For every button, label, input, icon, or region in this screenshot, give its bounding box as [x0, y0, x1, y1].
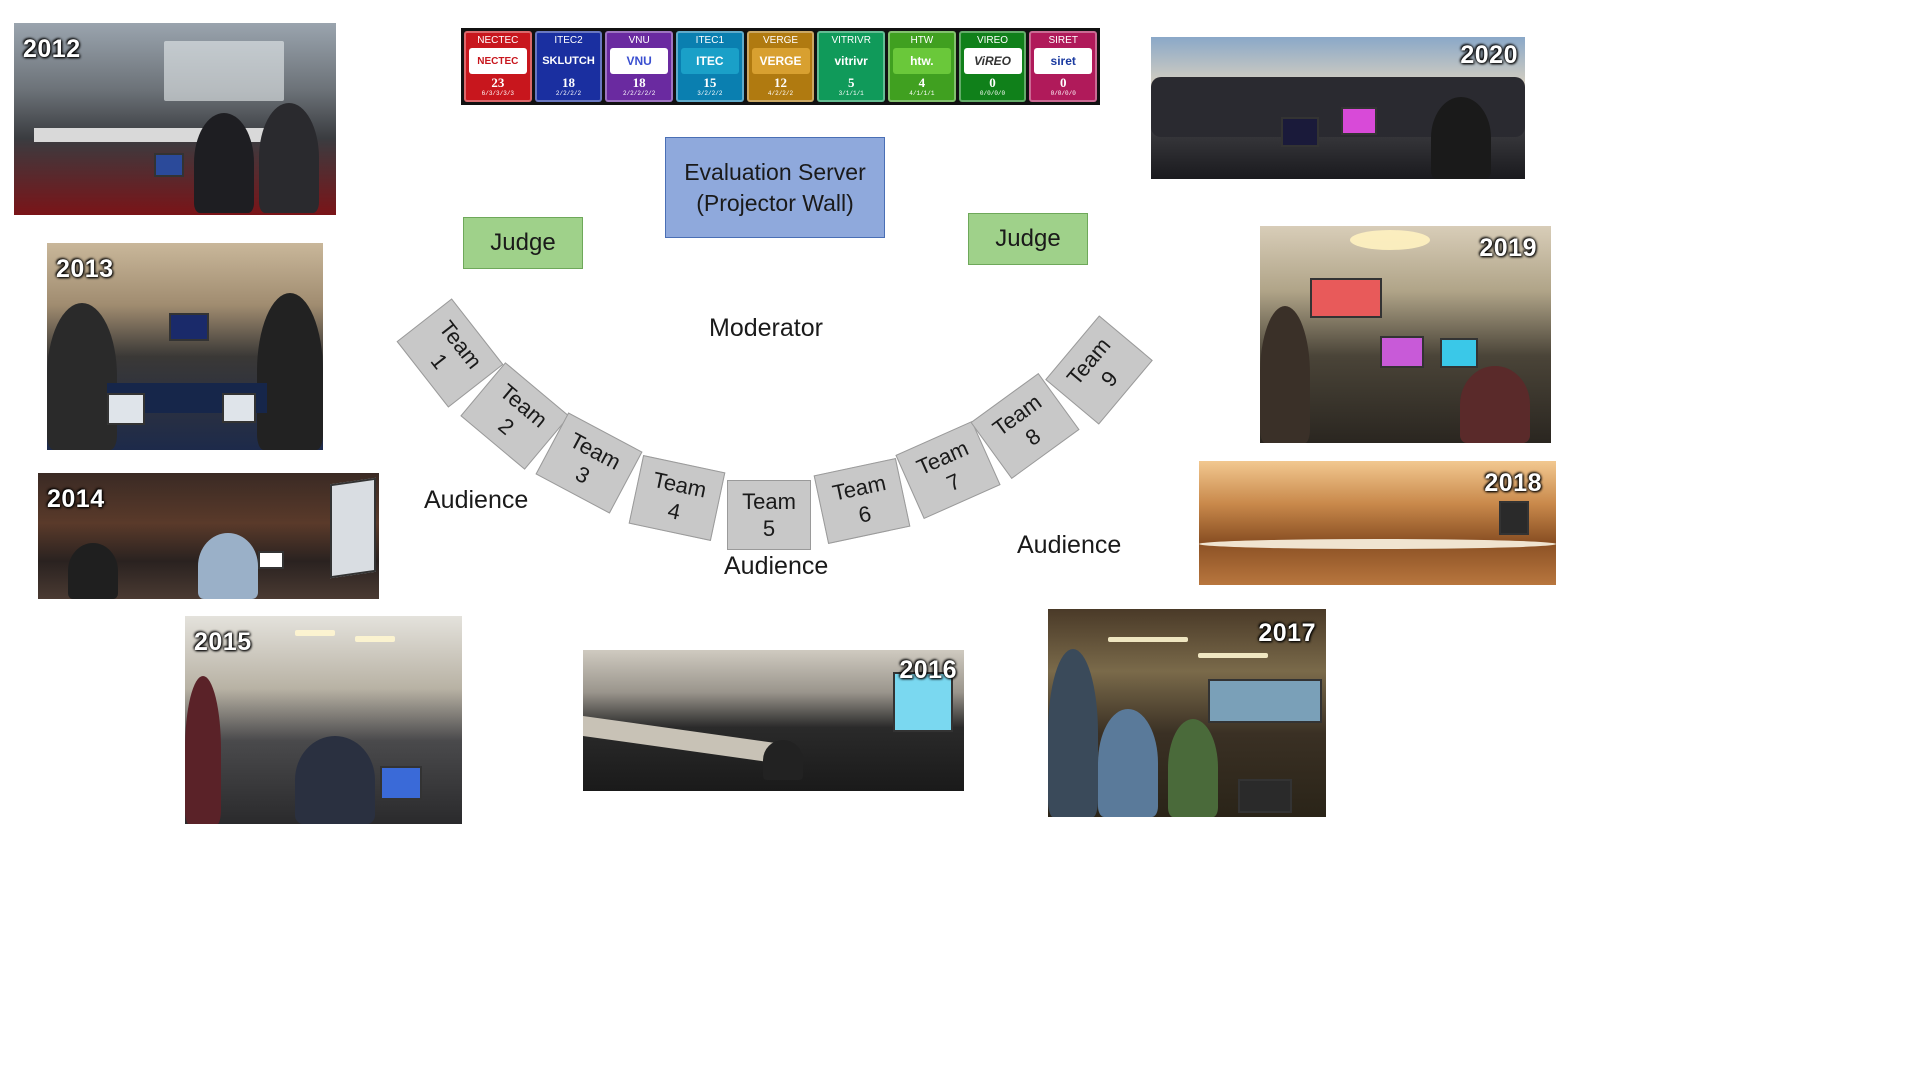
team-number: 2 — [493, 412, 520, 440]
scoreboard-team-name: VNU — [628, 35, 650, 46]
audience-label-right: Audience — [1017, 531, 1122, 559]
moderator-label: Moderator — [709, 314, 823, 342]
audience-label-center: Audience — [724, 552, 829, 580]
siret-logo-icon: siret — [1034, 48, 1093, 75]
photo-2012: 2012 — [14, 23, 336, 215]
team-number: 3 — [571, 461, 594, 489]
year-label-2016: 2016 — [899, 656, 957, 684]
scoreboard-team-htw: HTW htw. 4 4/1/1/1 — [888, 31, 956, 102]
scoreboard-score: 23 — [491, 74, 505, 90]
vnu-logo-icon: VNU — [610, 48, 669, 75]
sklutch-logo-icon: SKLUTCH — [539, 48, 598, 75]
scoreboard-score: 15 — [703, 74, 717, 90]
scoreboard-subscores: 3/1/1/1 — [838, 89, 864, 97]
vireo-logo-icon: ViREO — [963, 48, 1022, 75]
team-box-5: Team 5 — [727, 480, 811, 550]
team-number: 6 — [856, 500, 874, 528]
team-word: Team — [742, 489, 796, 514]
team-word: Team — [565, 427, 625, 475]
judge-box-right: Judge — [968, 213, 1088, 265]
scoreboard-subscores: 4/1/1/1 — [909, 89, 935, 97]
scoreboard-team-itec2: ITEC2 SKLUTCH 18 2/2/2/2 — [534, 31, 603, 102]
vitrivr-logo-icon: vitrivr — [822, 48, 881, 75]
team-number: 4 — [665, 497, 683, 525]
photo-2015: 2015 — [185, 616, 462, 824]
itec-logo-icon: ITEC — [680, 48, 739, 75]
scoreboard-score: 0 — [1059, 74, 1067, 90]
year-label-2015: 2015 — [194, 628, 252, 656]
scoreboard-subscores: 0/0/0/0 — [979, 89, 1006, 97]
team-box-4: Team 4 — [628, 455, 726, 541]
photo-2016: 2016 — [583, 650, 964, 791]
scoreboard-score: 4 — [918, 74, 926, 90]
scoreboard-team-vnu: VNU VNU 18 2/2/2/2/2 — [605, 31, 674, 102]
server-title: Evaluation Server — [684, 158, 866, 185]
audience-label-left: Audience — [424, 486, 529, 514]
htw-logo-icon: htw. — [892, 48, 951, 75]
scoreboard-team-vitrivr: VITRIVR vitrivr 5 3/1/1/1 — [817, 31, 886, 102]
scoreboard-team-siret: SIRET siret 0 0/0/0/0 — [1029, 31, 1098, 102]
scoreboard-team-name: ITEC1 — [695, 35, 725, 46]
photo-2019: 2019 — [1260, 226, 1551, 443]
scoreboard-subscores: 2/2/2/2 — [555, 89, 582, 97]
scoreboard-score: 18 — [562, 74, 575, 90]
team-number: 7 — [942, 468, 965, 497]
scoreboard-subscores: 2/2/2/2/2 — [622, 89, 656, 97]
team-number: 1 — [425, 348, 453, 374]
judge-label: Judge — [995, 225, 1061, 252]
year-label-2019: 2019 — [1479, 234, 1537, 262]
scoreboard-team-vireo: VIREO ViREO 0 0/0/0/0 — [958, 31, 1027, 102]
photo-2020: 2020 — [1151, 37, 1525, 179]
evaluation-server-box: Evaluation Server (Projector Wall) — [665, 137, 885, 238]
scoreboard-team-name: HTW — [910, 35, 934, 46]
year-label-2014: 2014 — [47, 485, 105, 513]
team-number: 9 — [1095, 365, 1123, 392]
scoreboard-team-verge: VERGE VERGE 12 4/2/2/2 — [746, 31, 815, 102]
scoreboard-subscores: 3/2/2/2 — [697, 89, 723, 97]
year-label-2018: 2018 — [1484, 469, 1542, 497]
server-subtitle: (Projector Wall) — [696, 189, 854, 216]
team-number: 8 — [1020, 423, 1046, 451]
scoreboard-team-name: VITRIVR — [831, 35, 871, 46]
scoreboard-team-name: SIRET — [1048, 35, 1078, 46]
scoreboard-team-nectec: NECTEC NECTEC 23 6/3/3/3/3 — [464, 31, 532, 102]
scoreboard-score: 12 — [774, 74, 788, 90]
year-label-2020: 2020 — [1460, 41, 1518, 69]
scoreboard-score: 0 — [989, 74, 996, 90]
photo-2014: 2014 — [38, 473, 379, 599]
scoreboard-score: 5 — [847, 74, 855, 90]
judge-box-left: Judge — [463, 217, 583, 269]
nectec-logo-icon: NECTEC — [468, 48, 527, 75]
year-label-2017: 2017 — [1258, 619, 1316, 647]
photo-2017: 2017 — [1048, 609, 1326, 817]
scoreboard-team-name: ITEC2 — [554, 35, 583, 46]
scoreboard-subscores: 4/2/2/2 — [767, 89, 794, 97]
team-number: 5 — [762, 516, 776, 541]
judge-label: Judge — [490, 229, 556, 256]
photo-2013: 2013 — [47, 243, 323, 450]
scoreboard-team-name: VERGE — [763, 35, 799, 46]
scoreboard-subscores: 0/0/0/0 — [1050, 89, 1076, 97]
scoreboard-team-name: VIREO — [976, 35, 1009, 46]
photo-2018: 2018 — [1199, 461, 1556, 585]
scoreboard-team-itec1: ITEC1 ITEC 15 3/2/2/2 — [676, 31, 744, 102]
scoreboard: NECTEC NECTEC 23 6/3/3/3/3 ITEC2 SKLUTCH… — [461, 28, 1100, 105]
scoreboard-score: 18 — [632, 74, 646, 90]
verge-logo-icon: VERGE — [751, 48, 810, 75]
scoreboard-subscores: 6/3/3/3/3 — [481, 89, 515, 97]
year-label-2013: 2013 — [56, 255, 114, 283]
scoreboard-team-name: NECTEC — [477, 35, 519, 46]
team-box-6: Team 6 — [813, 458, 911, 544]
year-label-2012: 2012 — [23, 35, 81, 63]
